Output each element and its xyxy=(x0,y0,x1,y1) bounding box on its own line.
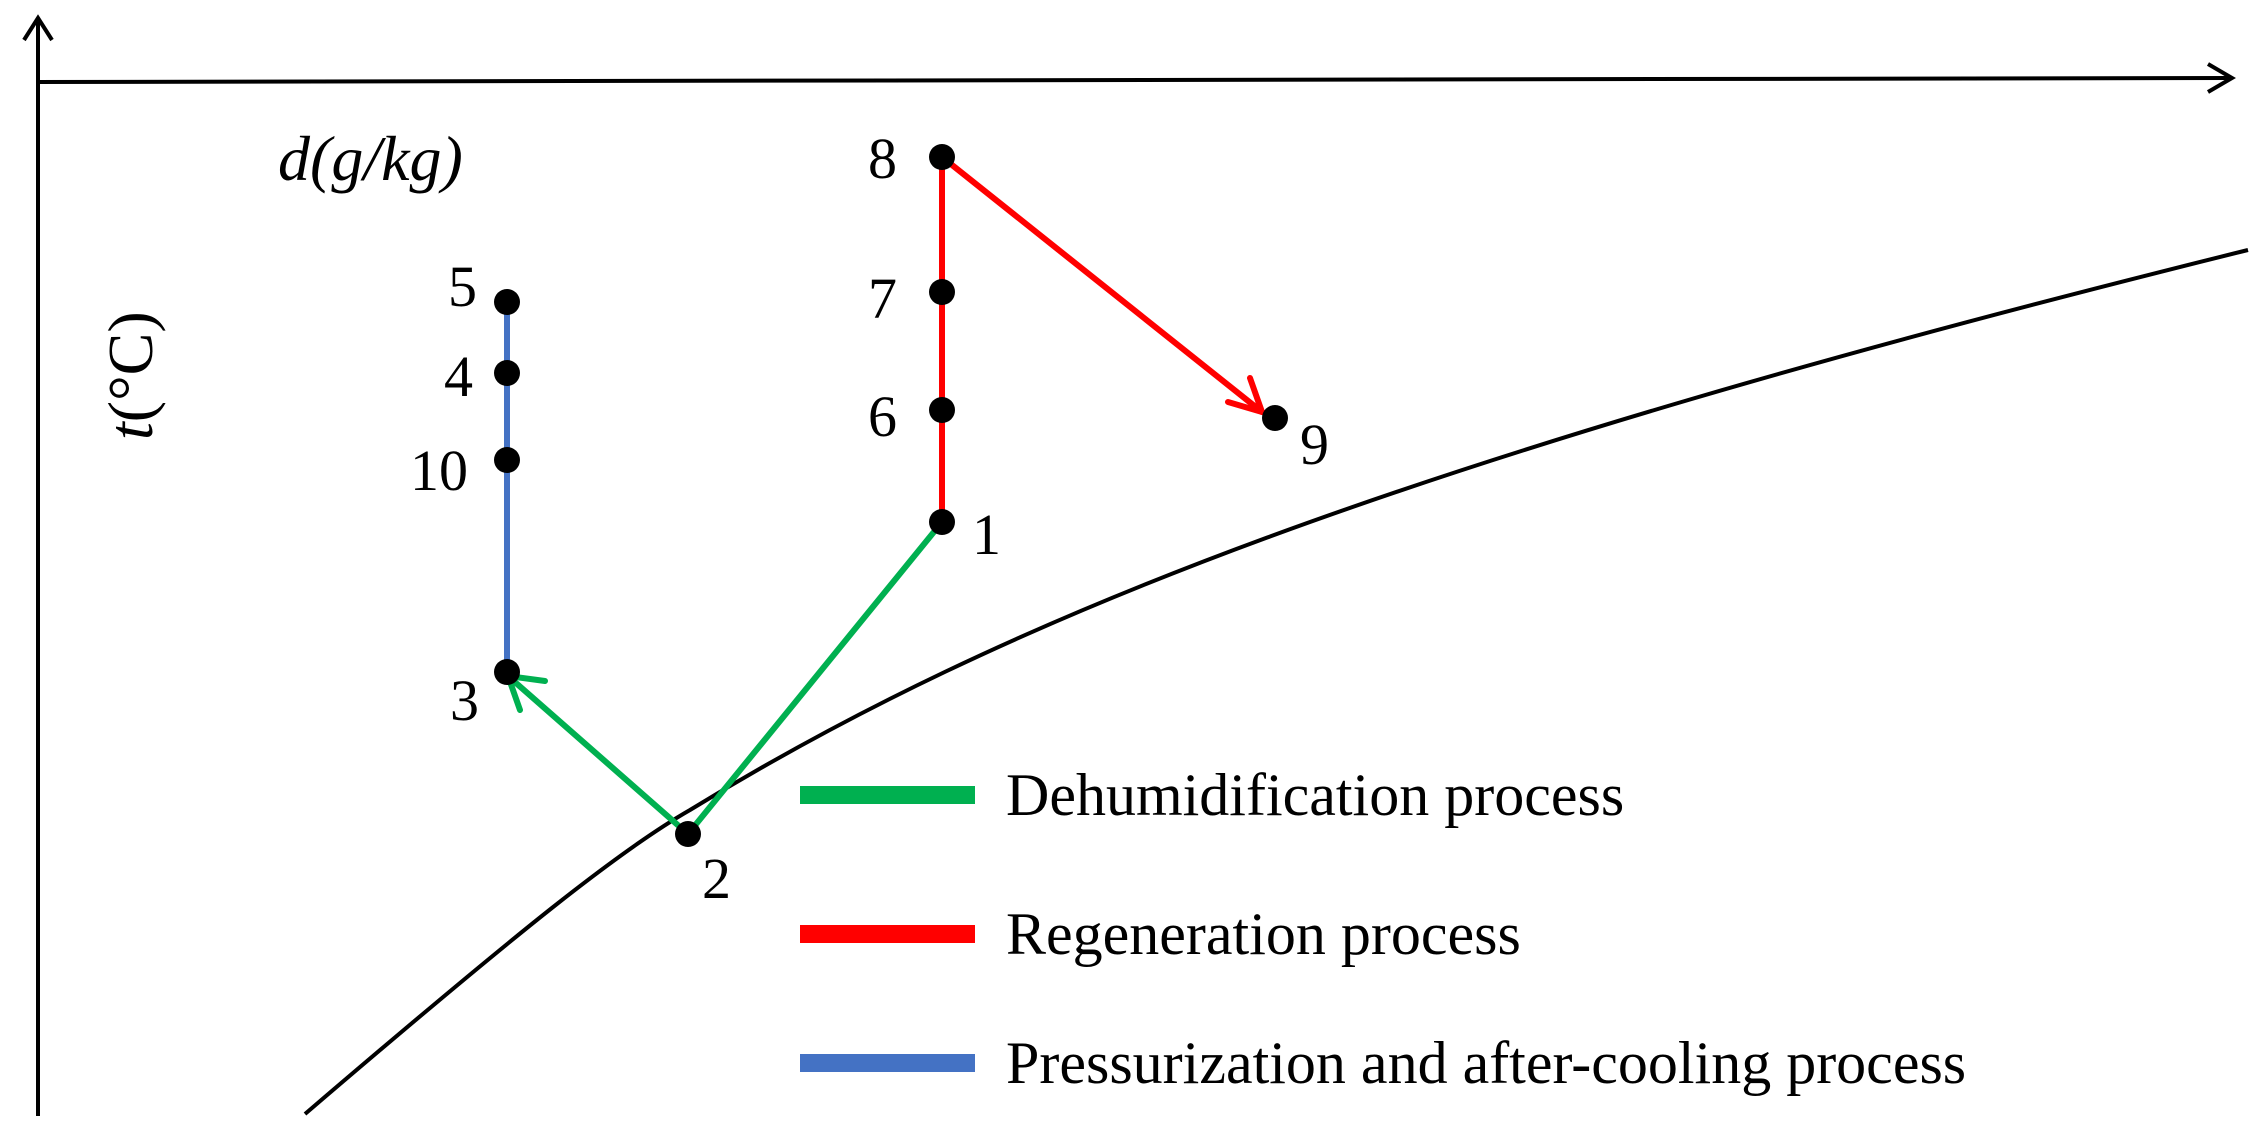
x-axis-var: d xyxy=(278,123,311,194)
point-label-3: 3 xyxy=(450,668,479,733)
point-10 xyxy=(494,447,520,473)
x-axis xyxy=(35,76,2231,84)
legend-swatch-dehumidification xyxy=(800,786,975,804)
legend-swatch-pressurization xyxy=(800,1054,975,1072)
point-label-4: 4 xyxy=(444,344,473,409)
y-axis-arrowhead xyxy=(22,14,54,42)
legend-label-pressurization: Pressurization and after-cooling process xyxy=(1006,1030,1966,1096)
arrowhead-at-9 xyxy=(1225,375,1267,417)
y-axis-unit: (°C) xyxy=(95,311,166,422)
saturation-curve xyxy=(303,248,2249,1116)
point-label-7: 7 xyxy=(868,266,897,331)
line-2-to-1 xyxy=(685,519,945,837)
point-label-6: 6 xyxy=(868,384,897,449)
regeneration-lines xyxy=(939,154,1267,525)
point-4 xyxy=(494,360,520,386)
x-axis-unit: (g/kg) xyxy=(310,123,463,194)
point-1 xyxy=(929,509,955,535)
x-axis-label: d(g/kg) xyxy=(278,123,463,194)
point-label-5: 5 xyxy=(448,254,477,319)
line-8-to-9 xyxy=(939,154,1265,415)
point-3 xyxy=(494,659,520,685)
point-label-2: 2 xyxy=(702,846,731,911)
point-8 xyxy=(929,144,955,170)
point-label-10: 10 xyxy=(410,438,468,503)
point-label-8: 8 xyxy=(868,126,897,191)
point-9 xyxy=(1262,405,1288,431)
point-7 xyxy=(929,279,955,305)
legend-swatch-regeneration xyxy=(800,925,975,943)
x-axis-arrowhead xyxy=(2206,62,2236,94)
point-6 xyxy=(929,397,955,423)
y-axis-var: t xyxy=(95,420,166,440)
point-label-1: 1 xyxy=(972,502,1001,567)
legend-label-regeneration: Regeneration process xyxy=(1006,901,1521,967)
point-2 xyxy=(675,821,701,847)
point-label-9: 9 xyxy=(1300,412,1329,477)
legend: Dehumidification process Regeneration pr… xyxy=(800,762,1966,1096)
state-points xyxy=(494,144,1288,847)
point-5 xyxy=(494,289,520,315)
y-axis-label: t(°C) xyxy=(95,311,166,440)
legend-label-dehumidification: Dehumidification process xyxy=(1006,762,1624,828)
line-2-to-3 xyxy=(505,673,691,837)
